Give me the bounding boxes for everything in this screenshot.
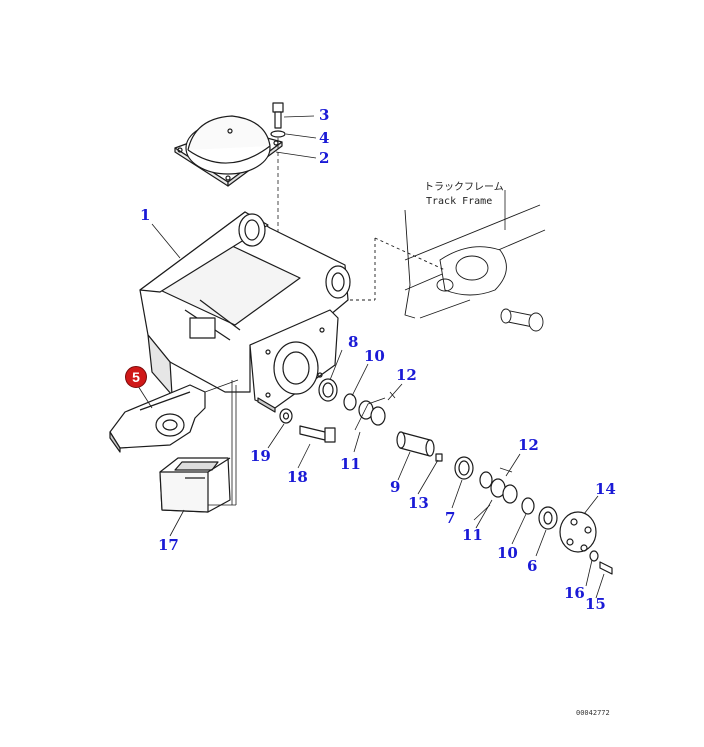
- main-bracket: [139, 211, 351, 505]
- callout-7[interactable]: 7: [445, 509, 456, 527]
- callout-19[interactable]: 19: [250, 447, 271, 465]
- callout-14[interactable]: 14: [595, 480, 616, 498]
- callout-3[interactable]: 3: [319, 106, 330, 124]
- callout-18[interactable]: 18: [287, 468, 308, 486]
- cover-plate: [174, 115, 283, 187]
- callout-1[interactable]: 1: [140, 206, 151, 224]
- callout-11-lower[interactable]: 11: [462, 526, 483, 544]
- callout-2[interactable]: 2: [319, 149, 330, 167]
- pin-assembly: [318, 378, 613, 575]
- callout-15[interactable]: 15: [585, 595, 606, 613]
- callout-12-lower[interactable]: 12: [518, 436, 539, 454]
- callout-11-upper[interactable]: 11: [340, 455, 361, 473]
- callout-10-upper[interactable]: 10: [364, 347, 385, 365]
- track-frame-note-ja: トラックフレーム: [424, 182, 504, 193]
- callout-16[interactable]: 16: [564, 584, 585, 602]
- track-frame-note-en: Track Frame: [426, 196, 493, 207]
- callout-10-lower[interactable]: 10: [497, 544, 518, 562]
- callout-13[interactable]: 13: [408, 494, 429, 512]
- callout-6[interactable]: 6: [527, 557, 538, 575]
- part-5-plate: [109, 379, 239, 453]
- leader-lines: [137, 115, 605, 599]
- callout-12-upper[interactable]: 12: [396, 366, 417, 384]
- callout-5-highlighted[interactable]: 5: [125, 366, 147, 388]
- bolt-washer-19-18: [279, 408, 336, 443]
- part-17-block: [159, 457, 236, 513]
- callout-8[interactable]: 8: [348, 333, 359, 351]
- callout-17[interactable]: 17: [158, 536, 179, 554]
- callout-4[interactable]: 4: [319, 129, 330, 147]
- track-frame-phantom: [350, 204, 546, 332]
- drawing-number: 00042772: [576, 709, 610, 717]
- callout-9[interactable]: 9: [390, 478, 401, 496]
